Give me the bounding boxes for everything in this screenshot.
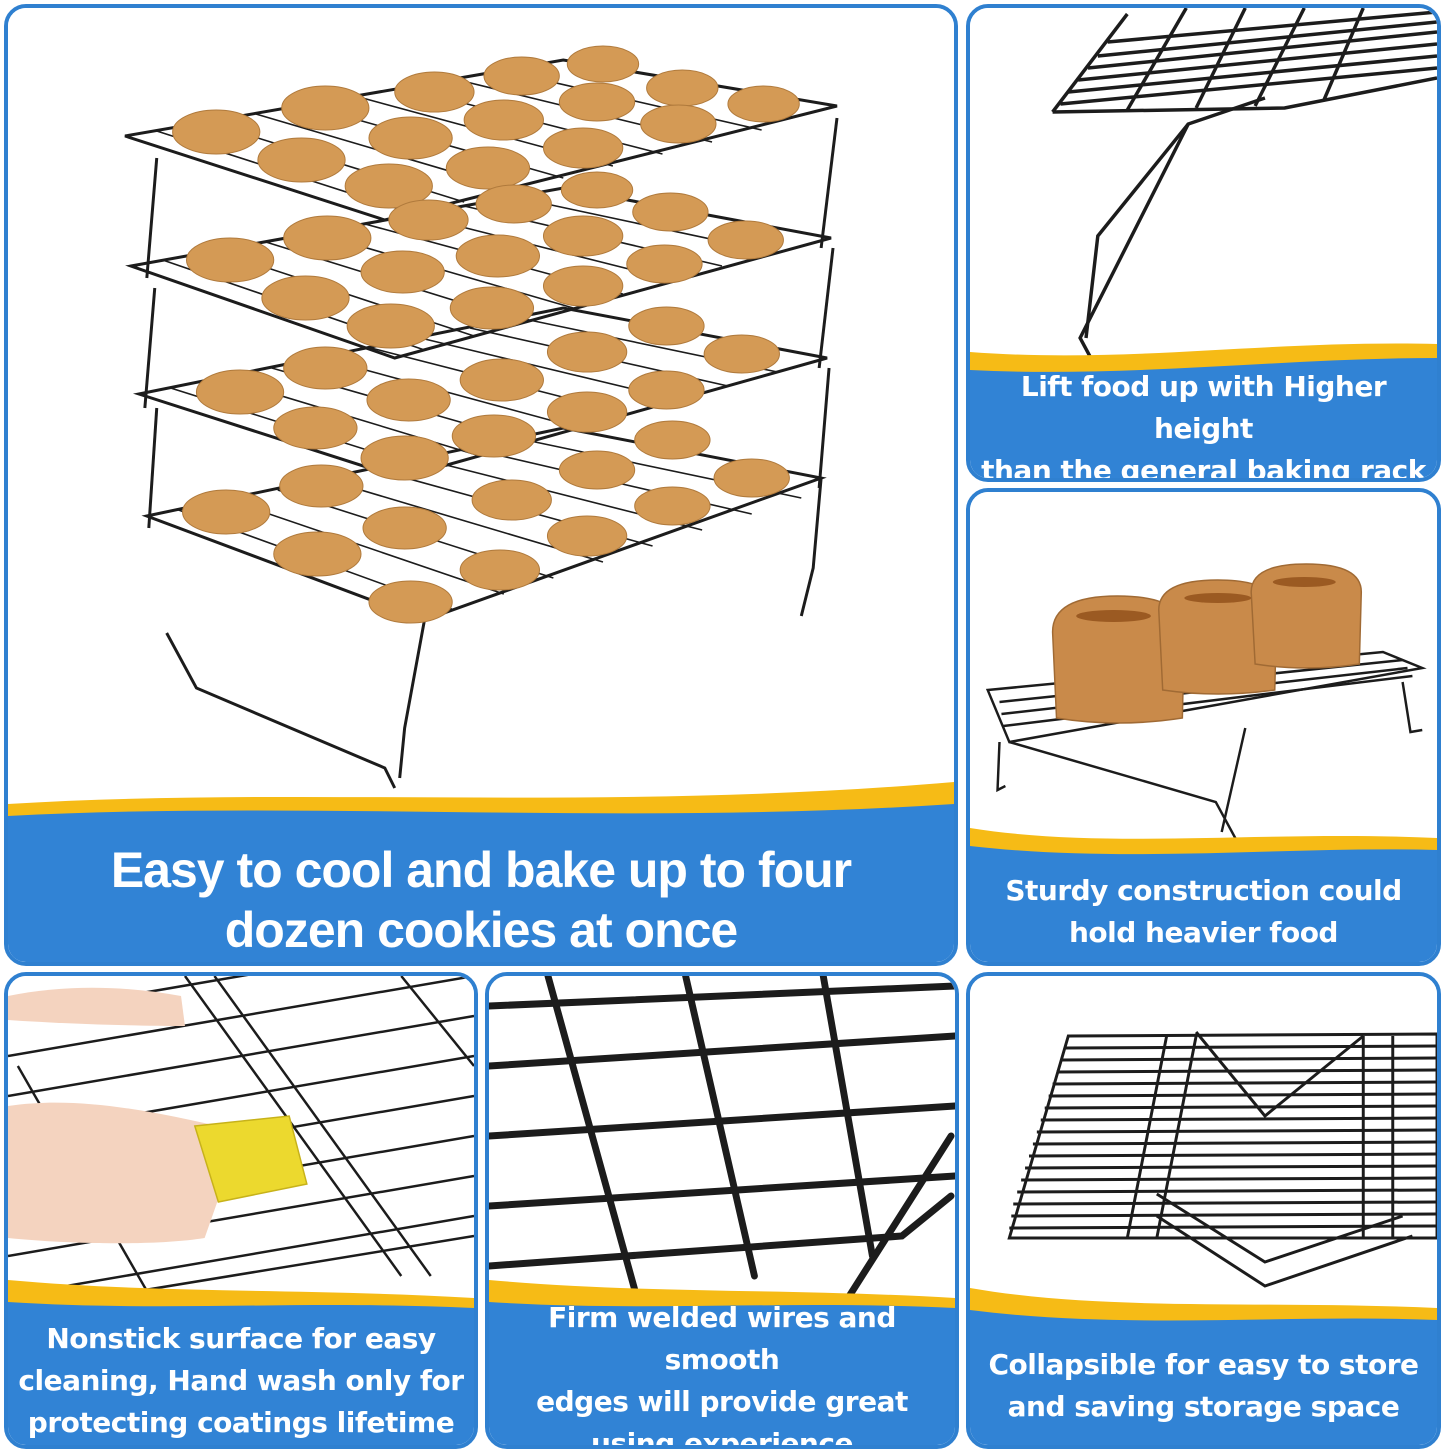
collapsed-rack-icon <box>1007 1031 1437 1288</box>
welded-wire-icon <box>489 976 955 1306</box>
rack-leg-image <box>970 8 1437 368</box>
sponge-cleaning-icon <box>8 976 474 1306</box>
caption-line: Nonstick surface for easy <box>46 1321 436 1355</box>
caption-height: Lift food up with Higher height than the… <box>970 370 1437 478</box>
caption-line: dozen cookies at once <box>224 902 738 958</box>
caption-main: Easy to cool and bake up to four dozen c… <box>8 838 954 962</box>
caption-welded: Firm welded wires and smooth edges will … <box>489 1301 955 1445</box>
caption-line: Firm welded wires and smooth <box>548 1300 896 1376</box>
caption-line: hold heavier food <box>1069 916 1338 949</box>
cleaning-rack-image <box>8 976 474 1306</box>
cooling-rack-icon <box>124 45 839 789</box>
welded-wires-image <box>489 976 955 1306</box>
caption-line: using experience <box>591 1426 853 1449</box>
caption-line: Easy to cool and bake up to four <box>110 842 852 898</box>
caption-collapsible: Collapsible for easy to store and saving… <box>970 1326 1437 1445</box>
caption-sturdy: Sturdy construction could hold heavier f… <box>970 862 1437 962</box>
stacked-racks-cookies-image <box>8 8 954 828</box>
bread-on-rack-image <box>970 492 1437 852</box>
panel-main-cookies: Easy to cool and bake up to four dozen c… <box>4 4 958 966</box>
caption-line: protecting coatings lifetime <box>27 1405 455 1439</box>
caption-line: Sturdy construction could <box>1005 874 1402 907</box>
panel-collapsible: Collapsible for easy to store and saving… <box>966 972 1441 1449</box>
caption-line: and saving storage space <box>1007 1389 1400 1423</box>
caption-line: edges will provide great <box>536 1384 908 1418</box>
panel-nonstick: Nonstick surface for easy cleaning, Hand… <box>4 972 478 1449</box>
caption-line: Collapsible for easy to store <box>988 1347 1419 1381</box>
caption-nonstick: Nonstick surface for easy cleaning, Hand… <box>8 1316 474 1445</box>
caption-line: cleaning, Hand wash only for <box>18 1363 464 1397</box>
panel-sturdy: Sturdy construction could hold heavier f… <box>966 488 1441 966</box>
caption-line: than the general baking rack <box>981 454 1426 482</box>
panel-welded: Firm welded wires and smooth edges will … <box>485 972 959 1449</box>
folded-racks-image <box>970 976 1437 1316</box>
panel-height: Lift food up with Higher height than the… <box>966 4 1441 482</box>
bread-rack-icon <box>985 563 1427 843</box>
rack-leg-icon <box>1051 8 1437 361</box>
wave-accent <box>8 778 954 848</box>
caption-line: Lift food up with Higher height <box>1020 370 1387 445</box>
